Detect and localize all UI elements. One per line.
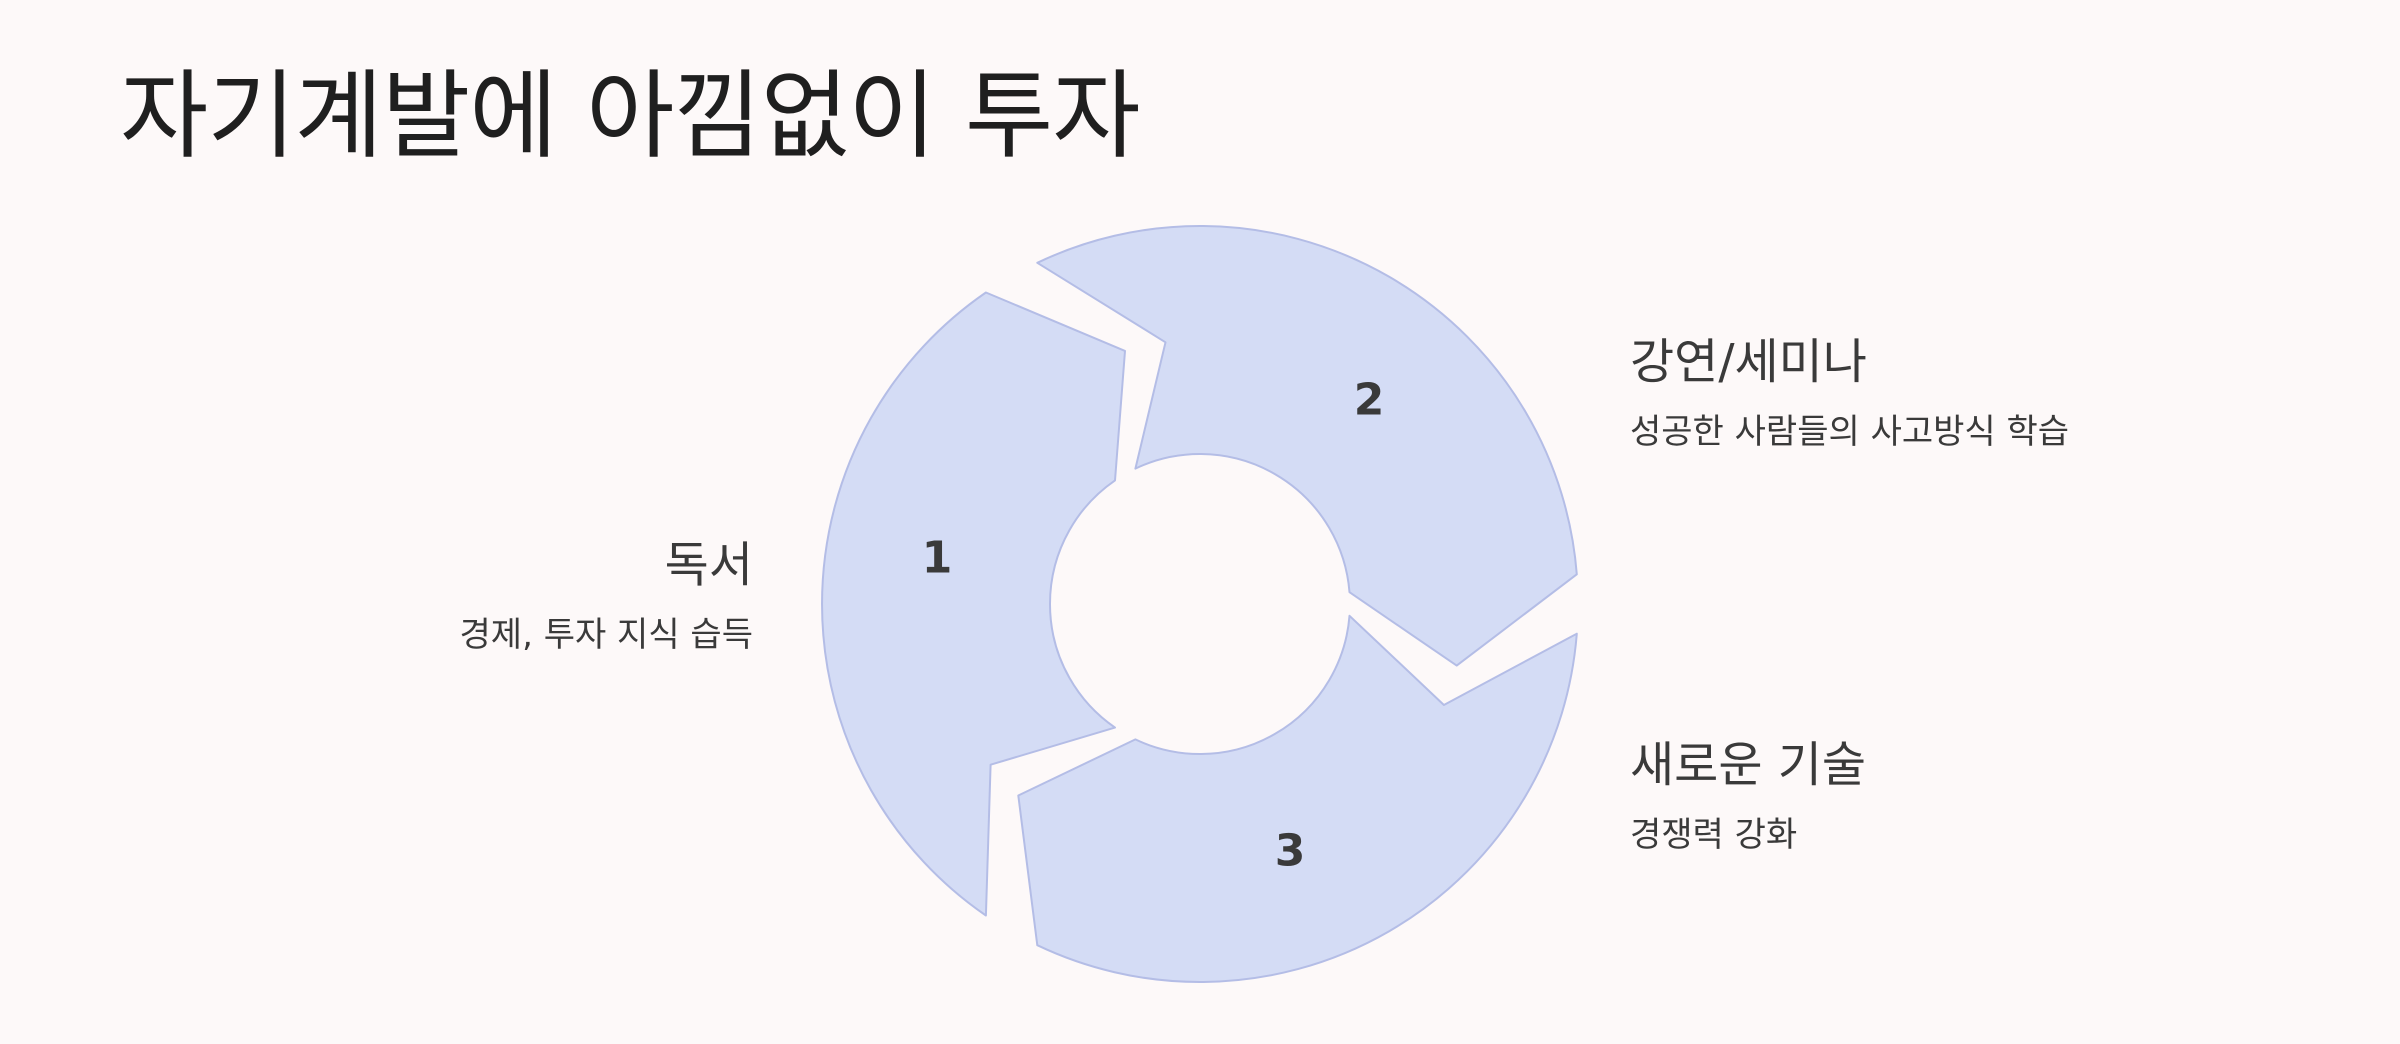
segment-description-3: 경쟁력 강화 bbox=[1630, 815, 1798, 855]
segment-heading-1: 독서 bbox=[664, 537, 753, 593]
segment-heading-3: 새로운 기술 bbox=[1630, 737, 1867, 793]
segment-number-3: 3 bbox=[1275, 826, 1306, 877]
segment-label-1: 독서 경제, 투자 지식 습득 bbox=[460, 535, 753, 657]
segment-label-2: 강연/세미나 성공한 사람들의 사고방식 학습 bbox=[1630, 332, 2069, 454]
segment-number-2: 2 bbox=[1354, 375, 1385, 426]
segment-description-1: 경제, 투자 지식 습득 bbox=[459, 615, 753, 655]
cycle-segment-1 bbox=[821, 291, 1126, 917]
segment-number-1: 1 bbox=[922, 533, 953, 584]
cycle-segment-2 bbox=[1036, 225, 1578, 667]
cycle-segment-3 bbox=[1017, 614, 1578, 983]
segment-heading-2: 강연/세미나 bbox=[1630, 334, 1867, 390]
segment-description-2: 성공한 사람들의 사고방식 학습 bbox=[1630, 412, 2070, 452]
segment-label-3: 새로운 기술 경쟁력 강화 bbox=[1630, 735, 1866, 857]
page-title: 자기계발에 아낌없이 투자 bbox=[120, 60, 1141, 172]
